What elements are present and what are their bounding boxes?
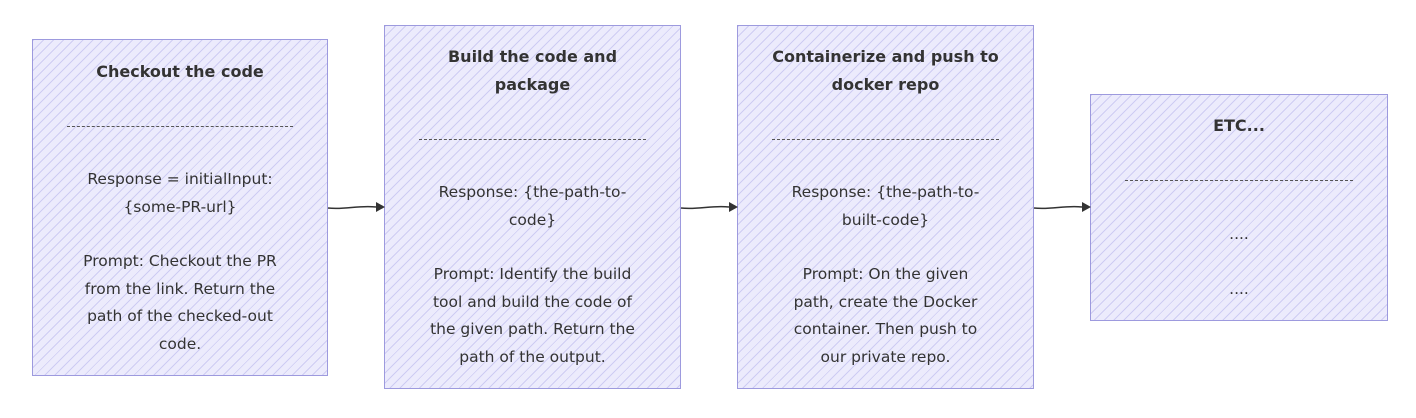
arrow-3-to-4	[1033, 205, 1083, 210]
divider	[419, 139, 646, 140]
step-body: Response: {the-path-to- built-code} Prom…	[738, 179, 1033, 371]
prompt-text: Prompt: Identify the build tool and buil…	[430, 265, 635, 366]
arrow-2-to-3	[680, 205, 730, 210]
prompt-text: ....	[1229, 279, 1249, 298]
step-checkout-box[interactable]: Checkout the code Response = initialInpu…	[32, 39, 328, 376]
step-body: Response = initialInput: {some-PR-url} P…	[33, 166, 327, 358]
step-body: .... ....	[1091, 221, 1387, 303]
response-text: Response: {the-path-to- code}	[438, 183, 627, 229]
arrowhead-2	[729, 202, 738, 212]
response-text: Response = initialInput: {some-PR-url}	[87, 170, 273, 216]
divider	[1125, 180, 1353, 181]
arrowhead-1	[376, 202, 385, 212]
step-title: ETC...	[1213, 116, 1265, 135]
step-title: Build the code and package	[447, 47, 618, 94]
step-body: Response: {the-path-to- code} Prompt: Id…	[385, 179, 680, 371]
step-containerize-box[interactable]: Containerize and push to docker repo Res…	[737, 25, 1034, 389]
arrow-1-to-2	[327, 205, 377, 210]
arrowhead-3	[1082, 202, 1091, 212]
prompt-text: Prompt: Checkout the PR from the link. R…	[83, 252, 277, 353]
divider	[772, 139, 999, 140]
divider	[67, 126, 293, 127]
step-title: Containerize and push to docker repo	[772, 47, 999, 94]
step-etc-box[interactable]: ETC... .... ....	[1090, 94, 1388, 321]
step-build-box[interactable]: Build the code and package Response: {th…	[384, 25, 681, 389]
prompt-text: Prompt: On the given path, create the Do…	[793, 265, 978, 366]
response-text: ....	[1229, 225, 1249, 243]
response-text: Response: {the-path-to- built-code}	[791, 183, 980, 229]
step-title: Checkout the code	[96, 62, 264, 81]
